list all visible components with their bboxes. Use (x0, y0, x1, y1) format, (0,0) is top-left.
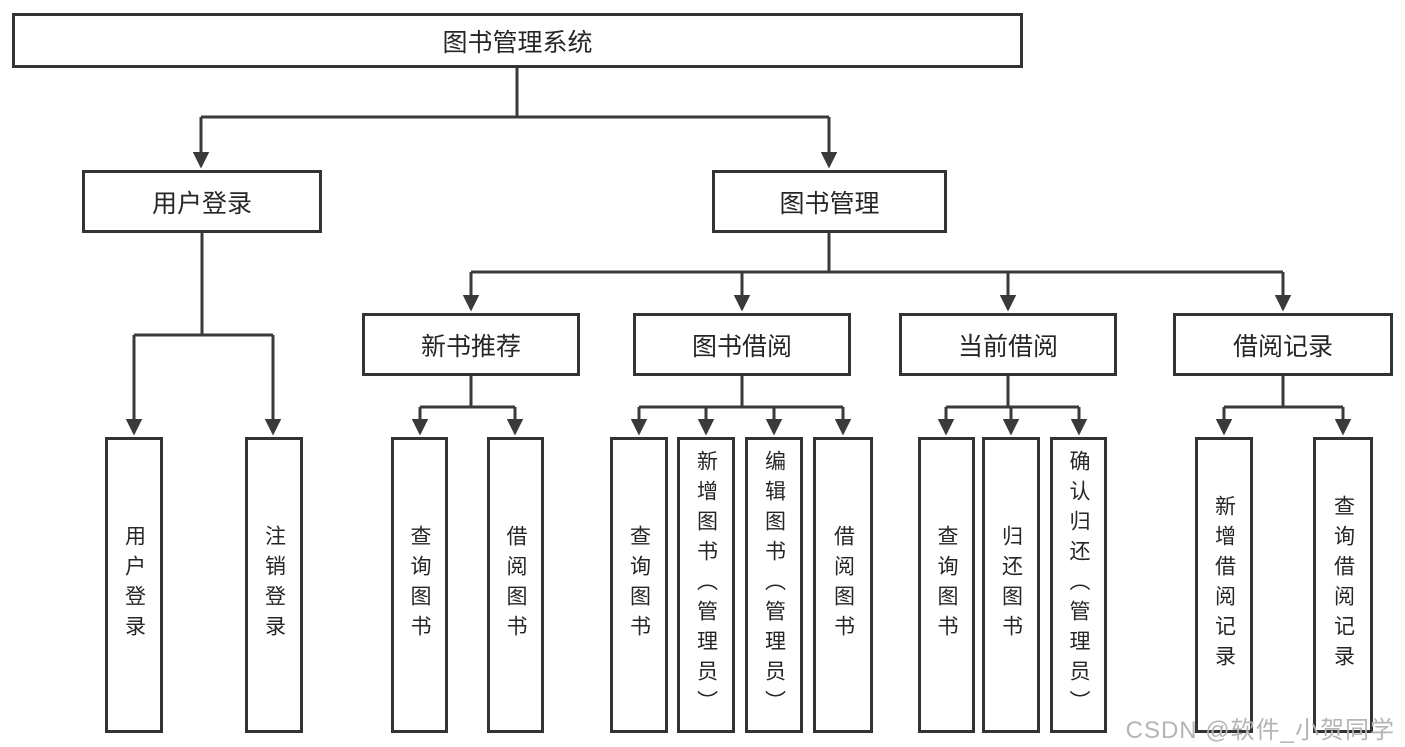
node-user-login-label: 用户登录 (151, 189, 252, 218)
leaf-borrow-query-books: 查询图书 (610, 437, 668, 733)
leaf-current-confirm-return-admin: 确认归还（管理员） (1050, 437, 1107, 733)
node-new-book-recommend: 新书推荐 (362, 313, 580, 376)
leaf-borrow-query-books-label: 查询图书 (627, 525, 651, 645)
leaf-logout-label: 注销登录 (262, 525, 286, 645)
leaf-borrow-add-books-admin-label: 新增图书（管理员） (694, 450, 718, 720)
leaf-current-query-books-label: 查询图书 (935, 525, 958, 645)
leaf-borrow-edit-books-admin-label: 编辑图书（管理员） (762, 450, 786, 720)
leaf-current-return-books: 归还图书 (982, 437, 1040, 733)
node-book-management: 图书管理 (712, 170, 947, 233)
leaf-current-return-books-label: 归还图书 (999, 525, 1023, 645)
leaf-newbook-borrow-books: 借阅图书 (487, 437, 544, 733)
leaf-borrow-edit-books-admin: 编辑图书（管理员） (745, 437, 803, 733)
leaf-records-query-record-label: 查询借阅记录 (1331, 495, 1355, 675)
leaf-records-add-record-label: 新增借阅记录 (1212, 495, 1236, 675)
node-book-borrow: 图书借阅 (633, 313, 851, 376)
node-current-borrow: 当前借阅 (899, 313, 1117, 376)
csdn-watermark: CSDN @软件_小贺同学 (1125, 717, 1395, 744)
node-book-management-label: 图书管理 (779, 189, 880, 218)
leaf-current-confirm-return-admin-label: 确认归还（管理员） (1067, 450, 1090, 720)
node-root-system: 图书管理系统 (12, 13, 1023, 68)
node-new-book-recommend-label: 新书推荐 (420, 332, 521, 361)
node-borrow-records-label: 借阅记录 (1232, 332, 1333, 361)
connector-trunks (134, 68, 1343, 409)
node-borrow-records: 借阅记录 (1173, 313, 1393, 376)
node-current-borrow-label: 当前借阅 (957, 332, 1058, 361)
leaf-borrow-borrow-books-label: 借阅图书 (831, 525, 855, 645)
leaf-records-add-record: 新增借阅记录 (1195, 437, 1253, 733)
leaf-newbook-query-books: 查询图书 (391, 437, 448, 733)
leaf-newbook-borrow-books-label: 借阅图书 (504, 525, 527, 645)
leaf-user-login-label: 用户登录 (122, 525, 146, 645)
connector-arrows (125, 117, 1352, 436)
node-root-label: 图书管理系统 (442, 28, 593, 57)
node-book-borrow-label: 图书借阅 (691, 332, 792, 361)
leaf-current-query-books: 查询图书 (918, 437, 975, 733)
node-user-login: 用户登录 (82, 170, 322, 233)
leaf-logout: 注销登录 (245, 437, 303, 733)
leaf-user-login: 用户登录 (105, 437, 163, 733)
leaf-borrow-add-books-admin: 新增图书（管理员） (677, 437, 735, 733)
leaf-borrow-borrow-books: 借阅图书 (813, 437, 873, 733)
leaf-newbook-query-books-label: 查询图书 (408, 525, 431, 645)
leaf-records-query-record: 查询借阅记录 (1313, 437, 1373, 733)
